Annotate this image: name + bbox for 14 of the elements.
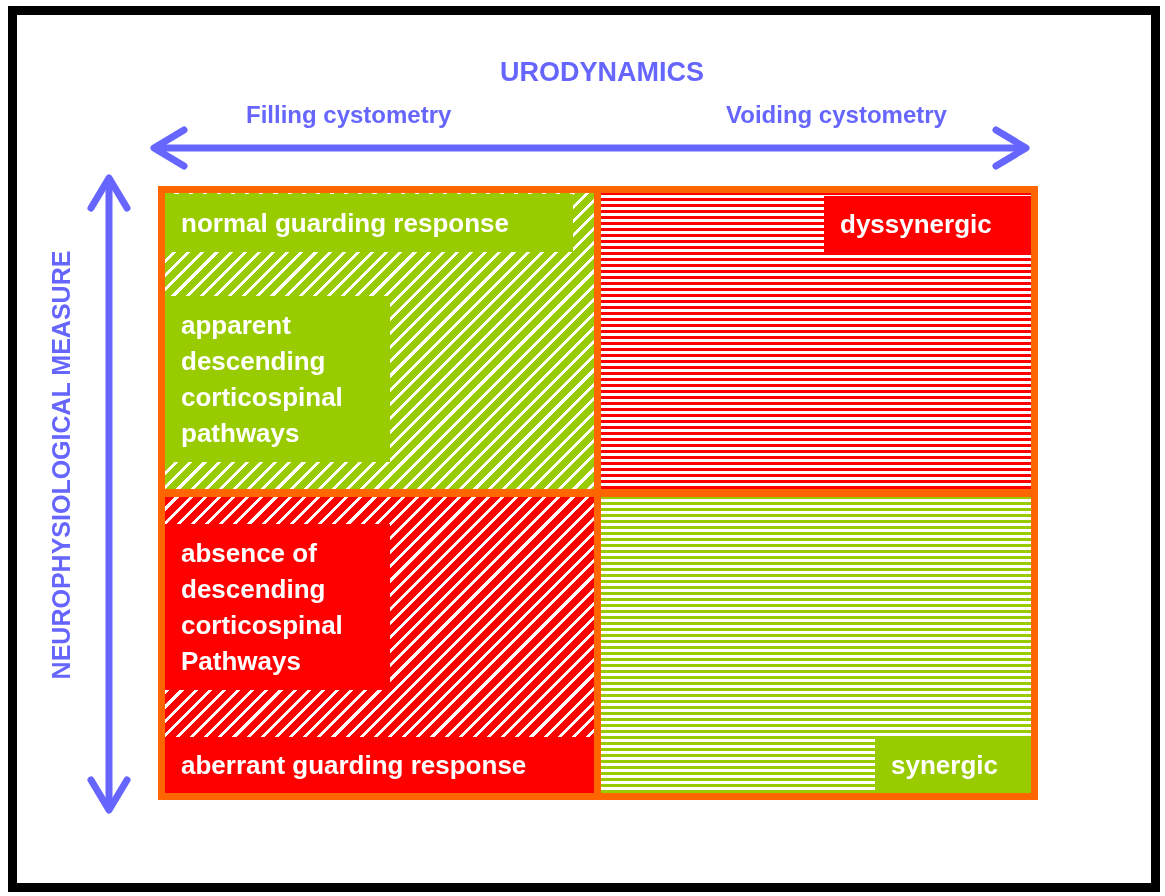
axis-label: NEUROPHYSIOLOGICAL MEASURE	[46, 250, 77, 680]
hatched-quadrant	[165, 193, 594, 489]
label-box: synergic	[875, 737, 1031, 793]
hatched-quadrant	[165, 497, 594, 793]
label-box: apparent descending corticospinal pathways	[165, 296, 390, 462]
label-box: absence of descending corticospinal Pathways	[165, 524, 390, 690]
label-box: normal guarding response	[165, 194, 573, 252]
axis-label: Filling cystometry	[246, 100, 452, 130]
label-box: dyssynergic	[824, 196, 1031, 252]
hatched-quadrant	[601, 193, 1031, 489]
label-box: aberrant guarding response	[165, 737, 594, 793]
axis-label: Voiding cystometry	[726, 100, 947, 130]
hatched-quadrant	[601, 497, 1031, 793]
axis-title: URODYNAMICS	[499, 56, 705, 89]
